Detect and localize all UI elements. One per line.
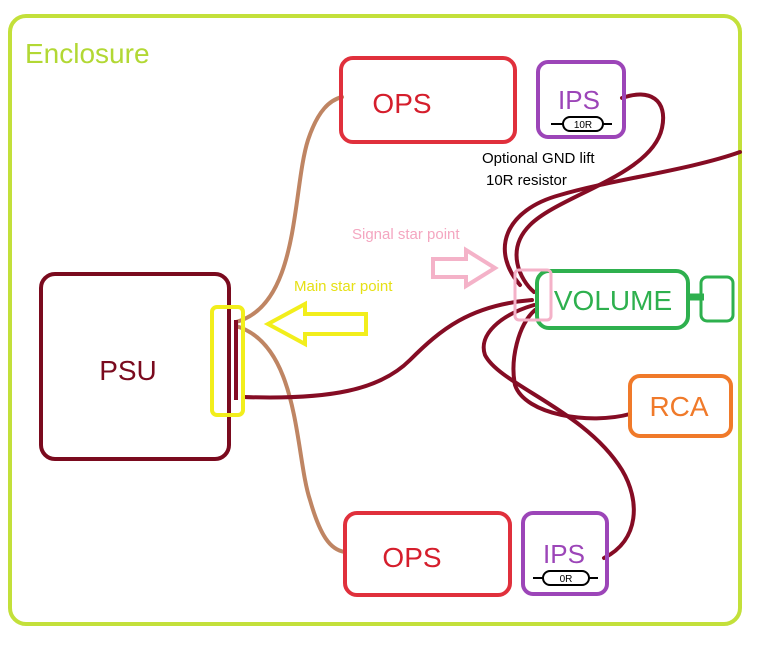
signal-star-arrow-icon [431, 246, 499, 290]
resistor-10r-icon: 10R [551, 116, 612, 132]
resistor-10r-label: 10R [574, 120, 592, 131]
psu-label: PSU [99, 355, 157, 386]
rca-box [628, 374, 733, 438]
wire-ips-bottom-to-signal-star [481, 303, 636, 560]
volume-knob-icon [699, 275, 735, 323]
signal-star-point-label: Signal star point [352, 226, 460, 243]
resistor-0r-label: 0R [560, 574, 573, 585]
wire-star-to-ops-bottom [234, 324, 347, 554]
wire-rca-to-signal-star [511, 308, 632, 421]
main-star-marker [210, 305, 245, 417]
ops-top-label: OPS [372, 88, 431, 119]
signal-star-marker [513, 268, 553, 322]
ops-bottom-label: OPS [382, 542, 441, 573]
ips-bottom-label: IPS [543, 539, 585, 569]
main-star-arrow-icon [263, 300, 368, 348]
ops-top-box [339, 56, 517, 144]
wire-psu-to-signal-star [241, 298, 534, 400]
gnd-lift-line1: Optional GND lift [482, 150, 595, 167]
ips-top-box [536, 60, 626, 139]
wire-top-right-to-signal-star [502, 150, 742, 287]
resistor-0r-icon: 0R [533, 570, 598, 586]
volume-label: VOLUME [554, 285, 672, 316]
psu-box [39, 272, 231, 461]
main-star-point-label: Main star point [294, 278, 393, 295]
ips-bottom-box [521, 511, 609, 596]
ops-bottom-box [343, 511, 512, 597]
enclosure-label: Enclosure [25, 38, 150, 69]
wire-star-to-ops-top [234, 95, 344, 324]
gnd-lift-line2: 10R resistor [486, 172, 567, 189]
rca-label: RCA [649, 391, 708, 422]
ips-top-label: IPS [558, 85, 600, 115]
enclosure-outline [8, 14, 742, 626]
